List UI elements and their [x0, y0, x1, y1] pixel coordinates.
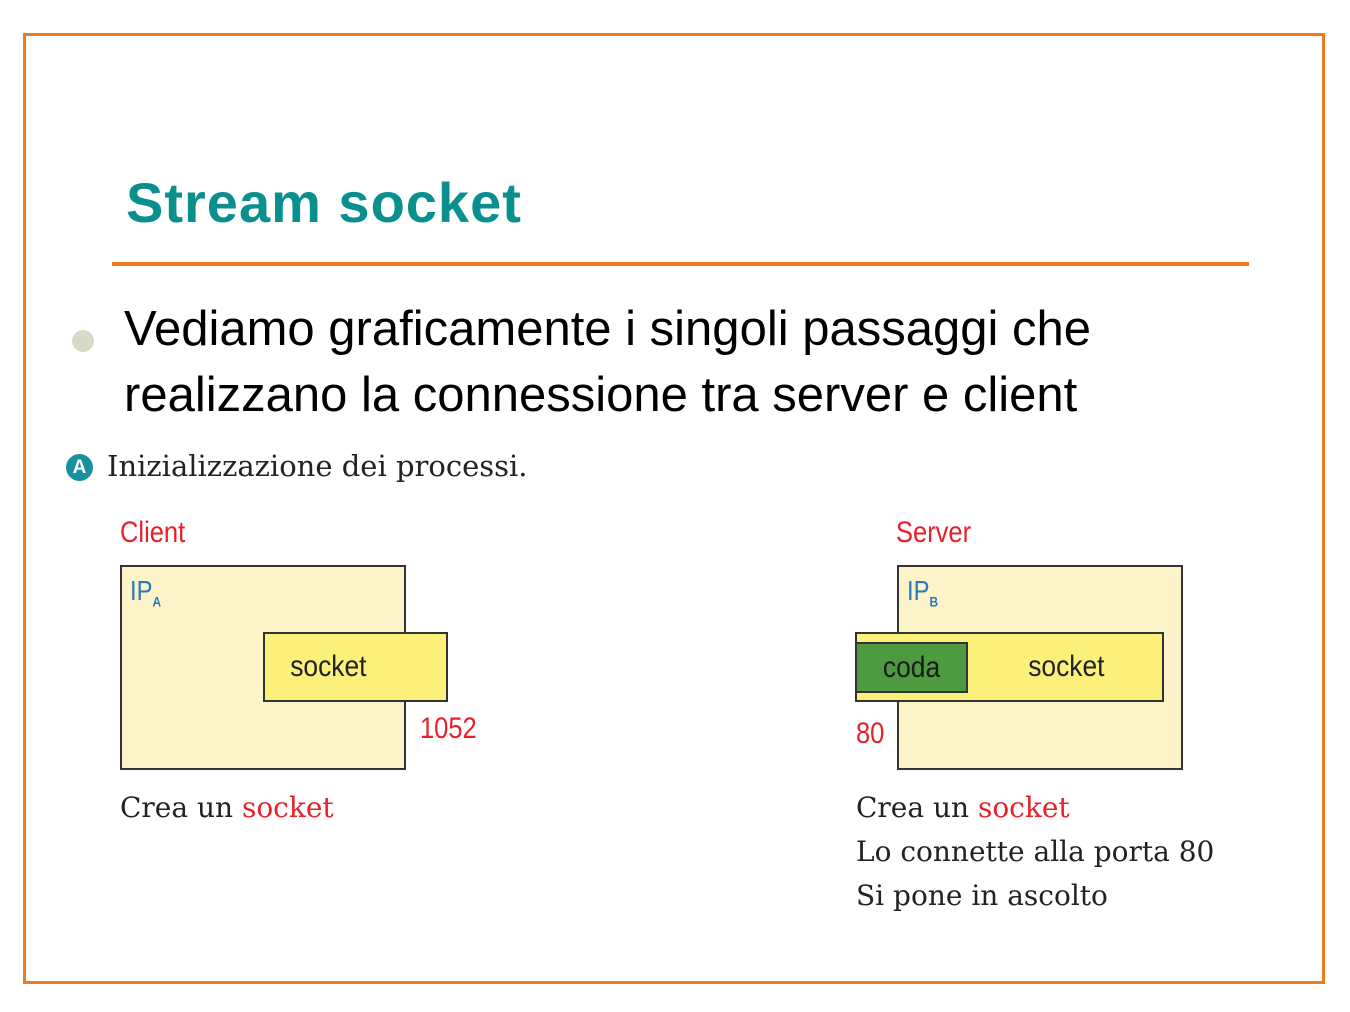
client-socket-box: socket: [263, 632, 448, 702]
bullet-text: Vediamo graficamente i singoli passaggi …: [124, 302, 1091, 422]
slide-title: Stream socket: [126, 171, 522, 234]
figure-caption: A Inizializzazione dei processi.: [66, 449, 528, 483]
server-port-label: 80: [856, 717, 885, 750]
server-desc-line2: Lo connette alla porta 80: [856, 835, 1215, 868]
client-ip-label: IPA: [130, 575, 162, 610]
server-queue-label: coda: [882, 651, 941, 684]
server-socket-label: socket: [1028, 650, 1105, 683]
server-label: Server: [896, 516, 972, 549]
server-description: Crea un socket Lo connette alla porta 80…: [856, 786, 1214, 918]
caption-text: Inizializzazione dei processi.: [107, 449, 528, 483]
client-label: Client: [120, 516, 186, 549]
caption-letter-badge: A: [66, 454, 93, 481]
server-queue-box: coda: [855, 642, 968, 693]
server-desc-line1: Crea un socket: [856, 791, 1070, 824]
client-description: Crea un socket: [120, 791, 334, 824]
server-desc-line3: Si pone in ascolto: [856, 879, 1108, 912]
client-socket-label: socket: [290, 650, 367, 683]
client-port-label: 1052: [420, 712, 477, 745]
bullet-dot-icon: [72, 330, 94, 352]
server-ip-label: IPB: [907, 575, 939, 610]
slide-frame: [23, 33, 1325, 984]
title-underline: [112, 262, 1249, 266]
